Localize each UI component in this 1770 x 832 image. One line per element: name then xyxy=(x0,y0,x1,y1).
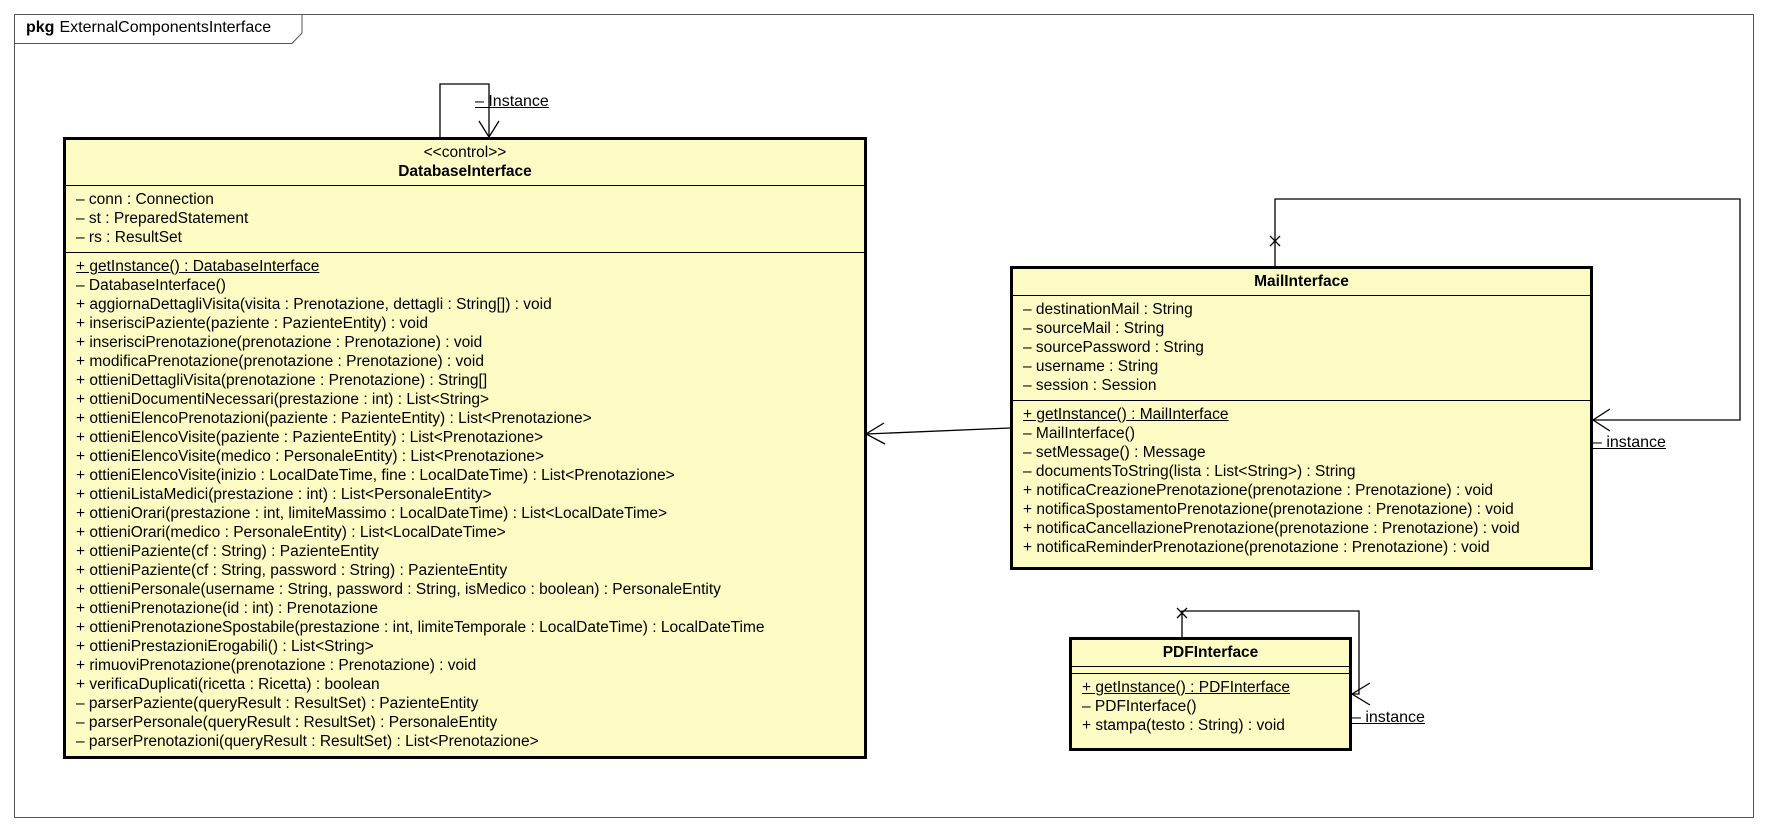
operation-row: + ottieniElencoVisite(paziente : Pazient… xyxy=(76,429,544,446)
operation-row: + notificaSpostamentoPrenotazione(prenot… xyxy=(1023,501,1514,518)
operation-row: + inserisciPaziente(paziente : PazienteE… xyxy=(76,315,428,332)
class-header: <<control>> DatabaseInterface xyxy=(66,140,864,186)
operation-row: – PDFInterface() xyxy=(1082,698,1197,715)
package-tab-outline xyxy=(14,14,303,44)
operations-compartment: + getInstance() : MailInterface – MailInt… xyxy=(1013,401,1590,562)
operation-row: + ottieniPaziente(cf : String) : Pazient… xyxy=(76,543,379,560)
attribute-row: – username : String xyxy=(1023,358,1159,375)
operation-row: + ottieniPrenotazione(id : int) : Prenot… xyxy=(76,600,379,617)
class-name: PDFInterface xyxy=(1162,644,1259,661)
operation-row: – documentsToString(lista : List<String>… xyxy=(1023,463,1356,480)
operation-row: + notificaCreazionePrenotazione(prenotaz… xyxy=(1023,482,1494,499)
operation-row: + ottieniPrestazioniErogabili() : List<S… xyxy=(76,638,374,655)
mail-interface-class: MailInterface – destinationMail : String… xyxy=(1010,266,1593,570)
operations-compartment: + getInstance() : PDFInterface – PDFInter… xyxy=(1072,674,1349,740)
operation-row: + verificaDuplicati(ricetta : Ricetta) :… xyxy=(76,676,380,693)
operation-row: + ottieniPersonale(username : String, pa… xyxy=(76,581,721,598)
operation-row: – parserPersonale(queryResult : ResultSe… xyxy=(76,714,498,731)
database-interface-class: <<control>> DatabaseInterface – conn : C… xyxy=(63,137,867,759)
attribute-row: – destinationMail : String xyxy=(1023,301,1193,318)
attribute-row: – conn : Connection xyxy=(76,191,214,208)
mail-self-cross xyxy=(1269,235,1281,247)
operation-row: – DatabaseInterface() xyxy=(76,277,226,294)
operation-row: + notificaReminderPrenotazione(prenotazi… xyxy=(1023,539,1490,556)
pdf-self-arrowhead xyxy=(1350,682,1371,706)
mail-self-association xyxy=(1274,198,1741,421)
operation-row: + ottieniPaziente(cf : String, password … xyxy=(76,562,508,579)
class-name: DatabaseInterface xyxy=(398,163,532,180)
attribute-row: – sourceMail : String xyxy=(1023,320,1165,337)
pdf-interface-class: PDFInterface + getInstance() : PDFInterf… xyxy=(1069,637,1352,751)
pdf-self-cross xyxy=(1176,607,1188,619)
operation-row: + aggiornaDettagliVisita(visita : Prenot… xyxy=(76,296,552,313)
attributes-compartment xyxy=(1072,667,1349,674)
attributes-compartment: – conn : Connection – st : PreparedStatem… xyxy=(66,186,864,253)
package-keyword: pkg xyxy=(26,19,55,36)
attribute-row: – sourcePassword : String xyxy=(1023,339,1204,356)
operation-row: + ottieniElencoVisite(inizio : LocalDate… xyxy=(76,467,675,484)
operation-row: + ottieniListaMedici(prestazione : int) … xyxy=(76,486,492,503)
static-operation-row: + getInstance() : DatabaseInterface xyxy=(76,258,320,275)
package-frame xyxy=(14,14,1754,818)
database-self-label: – Instance xyxy=(475,93,549,110)
mail-self-arrowhead xyxy=(1591,408,1611,432)
operation-row: + modificaPrenotazione(prenotazione : Pr… xyxy=(76,353,484,370)
mail-self-label: – instance xyxy=(1593,434,1666,451)
mail-to-database-association xyxy=(865,427,1011,435)
attribute-row: – session : Session xyxy=(1023,377,1157,394)
database-self-association xyxy=(439,83,490,137)
operations-compartment: + getInstance() : DatabaseInterface – Dat… xyxy=(66,253,864,756)
operation-row: + stampa(testo : String) : void xyxy=(1082,717,1285,734)
attribute-row: – rs : ResultSet xyxy=(76,229,182,246)
operation-row: + rimuoviPrenotazione(prenotazione : Pre… xyxy=(76,657,477,674)
operation-row: + ottieniElencoVisite(medico : Personale… xyxy=(76,448,544,465)
class-header: MailInterface xyxy=(1013,269,1590,296)
operation-row: + ottieniOrari(medico : PersonaleEntity)… xyxy=(76,524,506,541)
operation-row: – parserPaziente(queryResult : ResultSet… xyxy=(76,695,479,712)
operation-row: + ottieniOrari(prestazione : int, limite… xyxy=(76,505,668,522)
static-operation-row: + getInstance() : MailInterface xyxy=(1023,406,1229,423)
class-stereotype: <<control>> xyxy=(423,144,507,161)
operation-row: + inserisciPrenotazione(prenotazione : P… xyxy=(76,334,483,351)
attribute-row: – st : PreparedStatement xyxy=(76,210,249,227)
operation-row: + ottieniPrenotazioneSpostabile(prestazi… xyxy=(76,619,765,636)
operation-row: + ottieniDocumentiNecessari(prestazione … xyxy=(76,391,490,408)
class-header: PDFInterface xyxy=(1072,640,1349,667)
pdf-self-association xyxy=(1181,610,1360,695)
operation-row: – MailInterface() xyxy=(1023,425,1135,442)
attributes-compartment: – destinationMail : String – sourceMail :… xyxy=(1013,296,1590,401)
operation-row: + ottieniElencoPrenotazioni(paziente : P… xyxy=(76,410,592,427)
package-name: ExternalComponentsInterface xyxy=(59,19,272,36)
operation-row: + notificaCancellazionePrenotazione(pren… xyxy=(1023,520,1520,537)
operation-row: – parserPrenotazioni(queryResult : Resul… xyxy=(76,733,539,750)
pdf-self-label: – instance xyxy=(1352,709,1425,726)
operation-row: – setMessage() : Message xyxy=(1023,444,1206,461)
static-operation-row: + getInstance() : PDFInterface xyxy=(1082,679,1291,696)
operation-row: + ottieniDettagliVisita(prenotazione : P… xyxy=(76,372,488,389)
class-name: MailInterface xyxy=(1254,273,1349,290)
